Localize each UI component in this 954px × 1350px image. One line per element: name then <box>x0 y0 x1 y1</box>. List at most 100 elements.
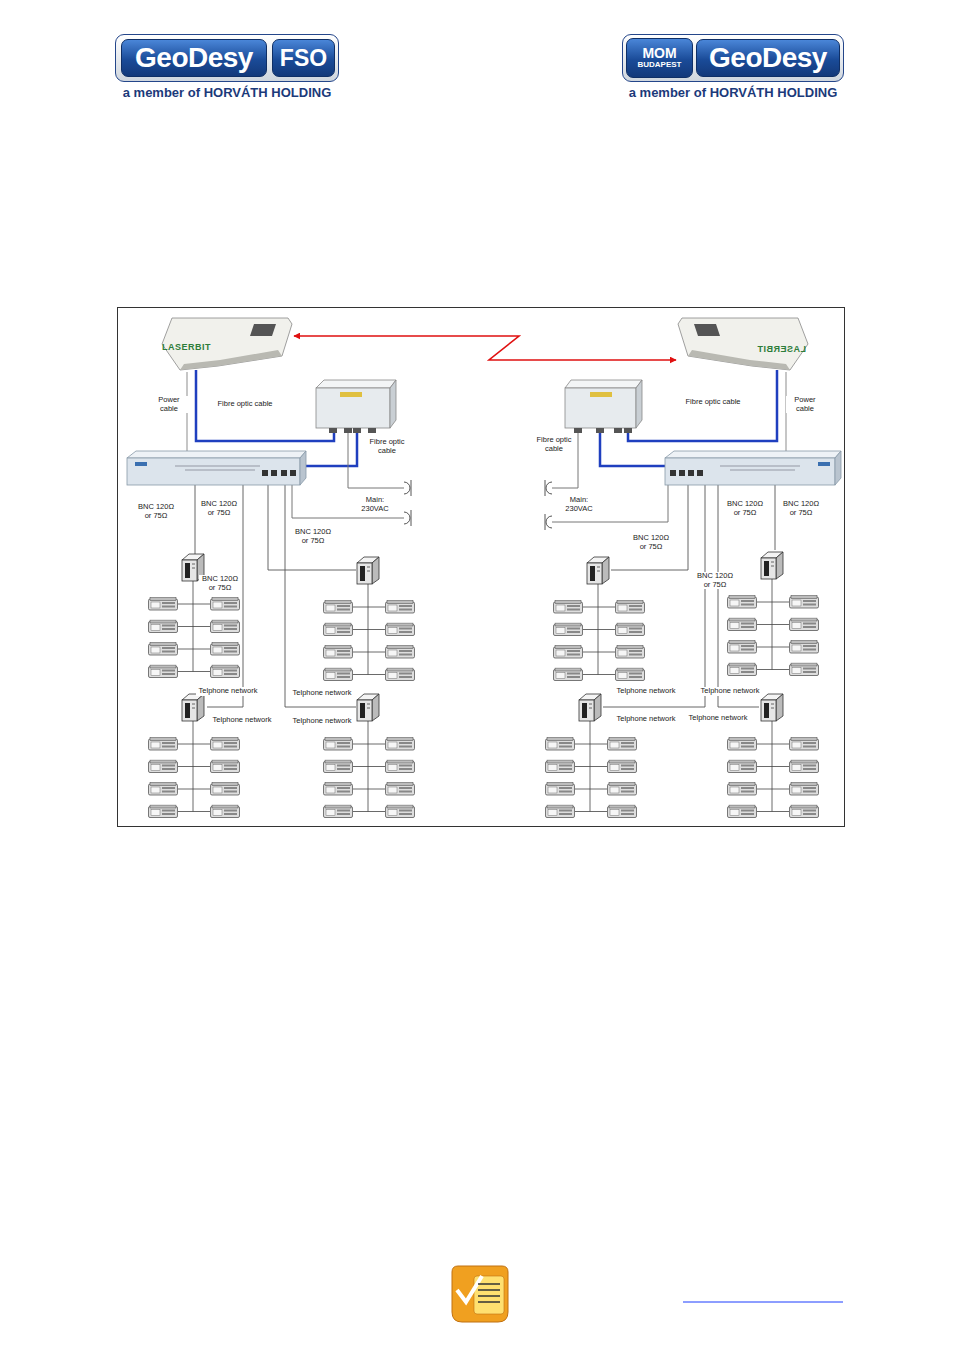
cable-label: Telphone network <box>614 715 678 724</box>
telephone-set <box>728 783 757 796</box>
telephone-set <box>790 641 819 654</box>
telephone-set <box>728 641 757 654</box>
telephone-set <box>546 805 575 818</box>
telephone-set <box>728 805 757 818</box>
telephone-set <box>386 646 415 659</box>
junction-box <box>316 380 396 433</box>
link-underline <box>683 1302 843 1303</box>
telephone-set <box>790 738 819 751</box>
telephone-set <box>149 620 178 633</box>
cable-label: BNC 120Ω or 75Ω <box>199 575 241 592</box>
cable-label: Telphone network <box>210 716 274 725</box>
fso-head: LASERBIT <box>676 314 812 374</box>
telephone-set <box>790 760 819 773</box>
telephone-set <box>616 601 645 614</box>
telephone-set <box>546 783 575 796</box>
interface-unit <box>665 451 841 485</box>
cable-label: Telphone network <box>698 687 762 696</box>
cable-label: Main: 230VAC <box>558 496 600 513</box>
logo-frame: a member of HORVÁTH HOLDINGGeoDesyFSO <box>115 34 339 82</box>
logo-box: GeoDesy <box>121 39 267 77</box>
telephone-set <box>728 618 757 631</box>
telephone-set <box>324 668 353 681</box>
telephone-set <box>386 623 415 636</box>
telephone-set <box>728 738 757 751</box>
cable-label: BNC 120Ω or 75Ω <box>290 528 336 545</box>
telephone-set <box>608 783 637 796</box>
pbx-exchange <box>357 557 379 584</box>
head-grille <box>250 324 276 336</box>
telephone-set <box>386 805 415 818</box>
cable-label: Power cable <box>150 396 188 413</box>
telephone-set <box>211 760 240 773</box>
telephone-set <box>149 738 178 751</box>
phone-bus <box>353 584 385 675</box>
phone-bus <box>353 721 385 812</box>
pbx-exchange <box>587 557 609 584</box>
head-grille <box>694 324 720 336</box>
cable-label: Telphone network <box>686 714 750 723</box>
brand-text: LASERBIT <box>757 344 806 354</box>
telephone-set <box>728 663 757 676</box>
cable-label: BNC 120Ω or 75Ω <box>628 534 674 551</box>
telephone-set <box>149 643 178 656</box>
telephone-set <box>790 596 819 609</box>
brand-text: LASERBIT <box>162 342 211 352</box>
fso-head: LASERBIT <box>158 314 294 374</box>
telephone-set <box>386 738 415 751</box>
cable-label: BNC 120Ω or 75Ω <box>722 500 768 517</box>
telephone-set <box>211 783 240 796</box>
telephone-set <box>546 760 575 773</box>
telephone-set <box>324 783 353 796</box>
telephone-set <box>554 668 583 681</box>
cable-label: Fibre optic cable <box>680 398 746 407</box>
telephone-set <box>608 760 637 773</box>
cable-label: Telphone network <box>290 689 354 698</box>
pbx-exchange <box>761 552 783 579</box>
logo-text: MOM <box>642 46 676 60</box>
diagram-frame <box>118 308 845 827</box>
telephone-set <box>554 623 583 636</box>
cable-label: BNC 120Ω or 75Ω <box>692 572 738 589</box>
telephone-set <box>149 805 178 818</box>
telephone-set <box>149 760 178 773</box>
head-shade <box>180 350 282 370</box>
phone-bus <box>583 584 615 675</box>
phone-bus <box>757 579 789 670</box>
telephone-set <box>211 665 240 678</box>
logo-text: GeoDesy <box>709 42 827 74</box>
logo-text: FSO <box>280 45 327 72</box>
telephone-set <box>211 805 240 818</box>
cable-label: Telphone network <box>290 717 354 726</box>
telephone-set <box>324 646 353 659</box>
cable-label: Fibre optic cable <box>533 436 575 453</box>
pbx-exchange <box>357 694 379 721</box>
logo-box: FSO <box>272 39 335 77</box>
telephone-set <box>616 668 645 681</box>
telephone-set <box>616 623 645 636</box>
telephone-set <box>790 618 819 631</box>
telephone-set <box>211 738 240 751</box>
telephone-set <box>211 620 240 633</box>
telephone-set <box>554 601 583 614</box>
iso-badge <box>452 1266 508 1322</box>
interface-unit <box>127 451 306 485</box>
telephone-set <box>608 805 637 818</box>
telephone-set <box>790 805 819 818</box>
pbx-exchange <box>182 694 204 721</box>
telephone-set <box>790 783 819 796</box>
phone-bus <box>757 721 789 812</box>
telephone-set <box>616 646 645 659</box>
telephone-set <box>324 760 353 773</box>
telephone-set <box>386 783 415 796</box>
telephone-set <box>554 646 583 659</box>
right-wires <box>545 370 786 707</box>
tagline: a member of HORVÁTH HOLDING <box>613 85 853 100</box>
pbx-exchange <box>579 694 601 721</box>
logo-box: MOMBUDAPEST <box>626 38 693 78</box>
telephone-set <box>728 760 757 773</box>
cable-label: Telphone network <box>196 687 260 696</box>
